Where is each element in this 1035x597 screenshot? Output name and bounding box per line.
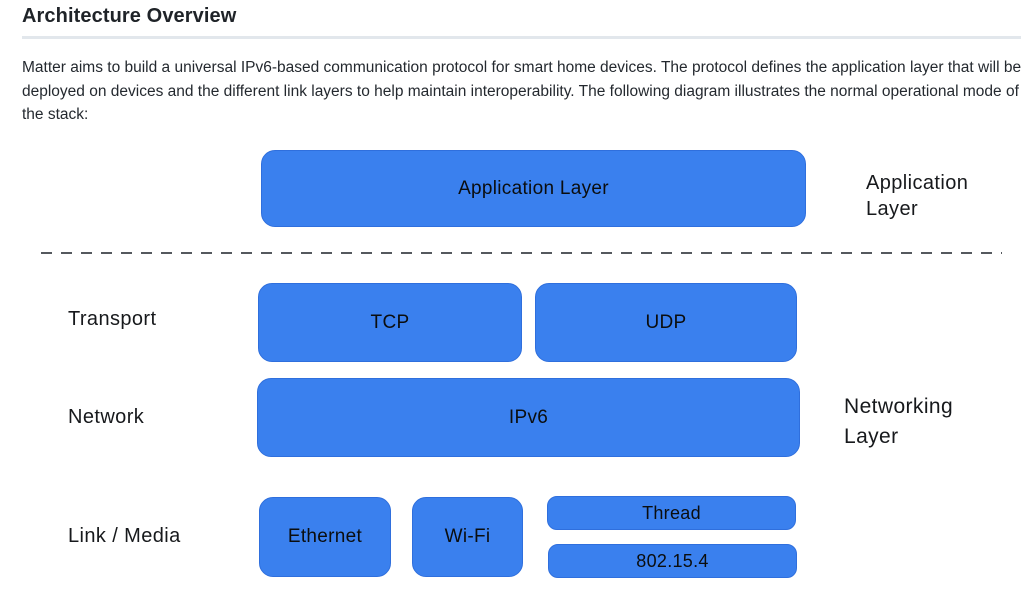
ipv6-box: IPv6 bbox=[257, 378, 800, 457]
ieee-802154-box: 802.15.4 bbox=[548, 544, 797, 578]
link-media-row-label: Link / Media bbox=[68, 525, 181, 547]
title-divider bbox=[22, 36, 1021, 39]
network-row-label: Network bbox=[68, 406, 145, 428]
wifi-box: Wi-Fi bbox=[412, 497, 523, 577]
application-layer-side-label: Application Layer bbox=[866, 172, 969, 220]
application-layer-box: Application Layer bbox=[261, 150, 806, 227]
tcp-box: TCP bbox=[258, 283, 522, 362]
thread-box: Thread bbox=[547, 496, 796, 530]
ethernet-box: Ethernet bbox=[259, 497, 391, 577]
udp-box: UDP bbox=[535, 283, 797, 362]
page-title: Architecture Overview bbox=[22, 5, 237, 27]
intro-paragraph: Matter aims to build a universal IPv6-ba… bbox=[22, 59, 1022, 123]
networking-layer-side-label: Networking Layer bbox=[844, 395, 954, 448]
layer-separator-dashed-line bbox=[41, 252, 1002, 254]
transport-row-label: Transport bbox=[68, 308, 157, 330]
